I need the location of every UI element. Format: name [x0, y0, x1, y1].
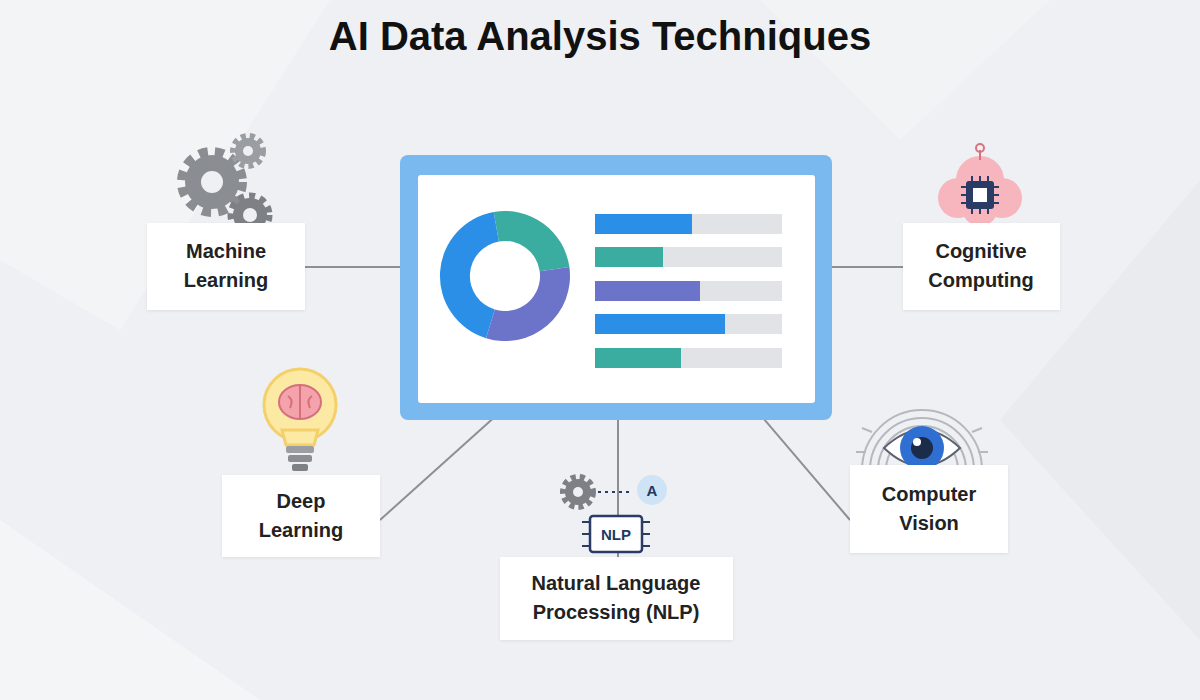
diagram-title: AI Data Analysis Techniques	[0, 14, 1200, 59]
technique-label: Deep Learning	[238, 487, 364, 545]
background-shape	[0, 520, 260, 700]
gears-icon	[182, 136, 269, 234]
background-shape	[0, 0, 330, 330]
lightbulb-icon	[264, 369, 336, 471]
eye-icon	[856, 410, 988, 470]
technique-label: Natural Language Processing (NLP)	[516, 569, 717, 627]
monitor-frame	[400, 155, 832, 420]
technique-label: Computer Vision	[866, 480, 992, 538]
donut-chart	[440, 211, 570, 341]
nlp-icon	[563, 475, 667, 552]
technique-box: Deep Learning	[222, 475, 380, 557]
eye	[884, 426, 960, 470]
chip-cloud-icon	[938, 144, 1022, 226]
technique-box: Natural Language Processing (NLP)	[500, 557, 733, 640]
technique-box: Computer Vision	[850, 465, 1008, 553]
technique-box: Cognitive Computing	[903, 223, 1060, 310]
chip-label: NLP	[601, 526, 631, 543]
technique-box: Machine Learning	[147, 223, 305, 310]
bubble-letter: A	[647, 482, 658, 499]
bar-chart	[595, 214, 782, 368]
technique-label: Machine Learning	[163, 237, 289, 295]
technique-label: Cognitive Computing	[919, 237, 1044, 295]
monitor-screen	[418, 175, 815, 403]
